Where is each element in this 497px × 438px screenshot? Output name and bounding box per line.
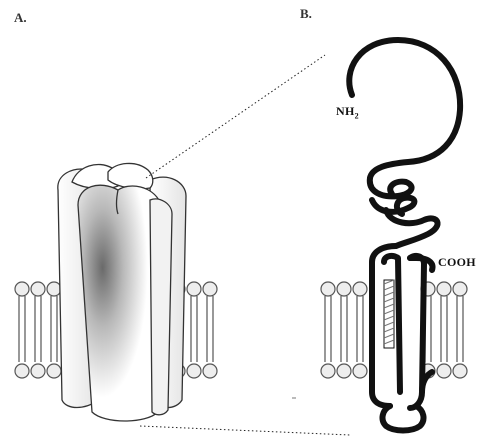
ion-channel bbox=[58, 163, 186, 421]
c-terminus-label: COOH bbox=[438, 255, 476, 270]
n-terminus-subscript: 2 bbox=[355, 111, 359, 120]
panel-b-label: B. bbox=[300, 6, 312, 22]
n-terminus-text: NH bbox=[336, 104, 355, 118]
n-terminus-label: NH2 bbox=[336, 104, 359, 120]
panel-a-label: A. bbox=[14, 10, 27, 26]
pore-helix bbox=[384, 280, 394, 348]
